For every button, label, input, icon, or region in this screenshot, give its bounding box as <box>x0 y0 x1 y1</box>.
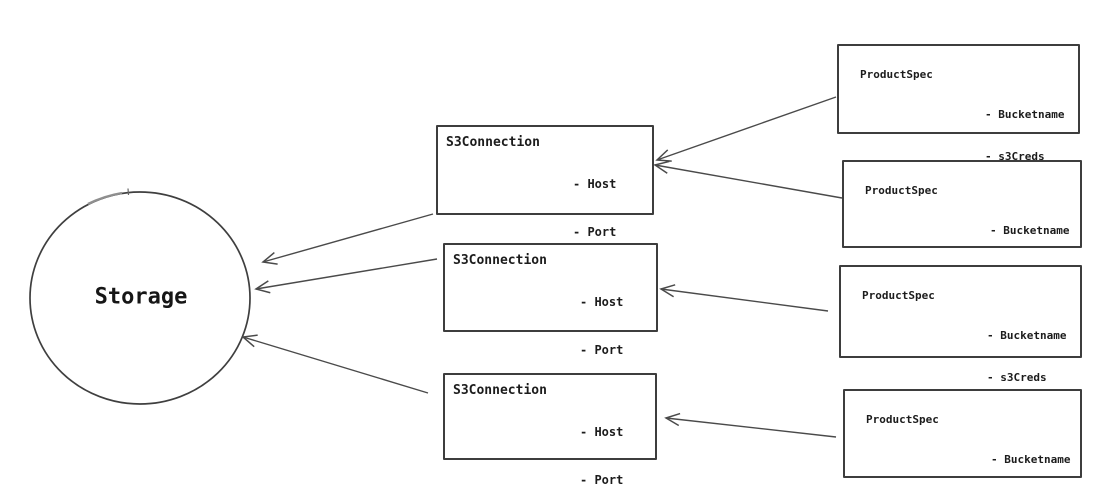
s3connection-label: S3Connection <box>453 253 547 268</box>
arrow-s3connection1-to-storage <box>261 213 434 265</box>
arrow-s3connection3-to-storage <box>241 334 429 394</box>
productspec-label: ProductSpec <box>865 184 938 197</box>
storage-ellipse <box>29 191 251 405</box>
node-attribute: - Bucketname <box>987 329 1067 342</box>
s3connection-node-3: S3Connection - Host - Port - TLS <box>443 373 657 487</box>
node-attribute: - Bucketname <box>991 453 1071 466</box>
node-attribute: - Bucketname <box>985 108 1065 121</box>
productspec-attributes: - Bucketname - s3Creds <box>985 80 1064 192</box>
s3connection-label: S3Connection <box>453 383 547 398</box>
arrow-productspec1-to-s3connection1 <box>655 96 837 162</box>
s3connection-node-2: S3Connection - Host - Port - TLS <box>443 243 658 405</box>
s3connection-label: S3Connection <box>446 135 540 150</box>
productspec-label: ProductSpec <box>866 413 939 426</box>
arrow-s3connection2-to-storage <box>254 258 438 294</box>
node-attribute: - Host <box>580 425 624 439</box>
node-attribute: - s3Creds <box>987 371 1047 384</box>
productspec-node-3: ProductSpec - Bucketname - s3Creds <box>839 265 1082 384</box>
arrow-productspec4-to-s3connection3 <box>664 412 837 438</box>
productspec-label: ProductSpec <box>860 68 933 81</box>
node-attribute: - Port <box>573 225 617 239</box>
s3connection-node-1: S3Connection - Host - Port - TLS <box>436 125 654 287</box>
s3connection-attributes: - Host - Port - TLS <box>580 392 623 493</box>
storage-ellipse-sketch-overlap <box>87 191 123 206</box>
productspec-attributes: - Bucketname - s3Creds <box>991 425 1070 493</box>
arrow-productspec2-to-s3connection1 <box>653 160 843 199</box>
node-attribute: - Port <box>580 343 624 357</box>
node-attribute: - Host <box>573 177 617 191</box>
node-attribute: - s3Creds <box>985 150 1045 163</box>
productspec-node-1: ProductSpec - Bucketname - s3Creds <box>837 44 1080 163</box>
node-attribute: - Port <box>580 473 624 487</box>
node-attribute: - Bucketname <box>990 224 1070 237</box>
productspec-node-4: ProductSpec - Bucketname - s3Creds <box>843 389 1082 478</box>
productspec-attributes: - Bucketname - s3Creds <box>987 301 1066 413</box>
storage-ellipse-sketch-tick <box>127 188 130 196</box>
productspec-node-2: ProductSpec - Bucketname - s3Creds <box>842 160 1082 279</box>
node-attribute: - Host <box>580 295 624 309</box>
storage-label: Storage <box>94 284 188 310</box>
arrow-productspec3-to-s3connection2 <box>659 284 829 312</box>
productspec-label: ProductSpec <box>862 289 935 302</box>
